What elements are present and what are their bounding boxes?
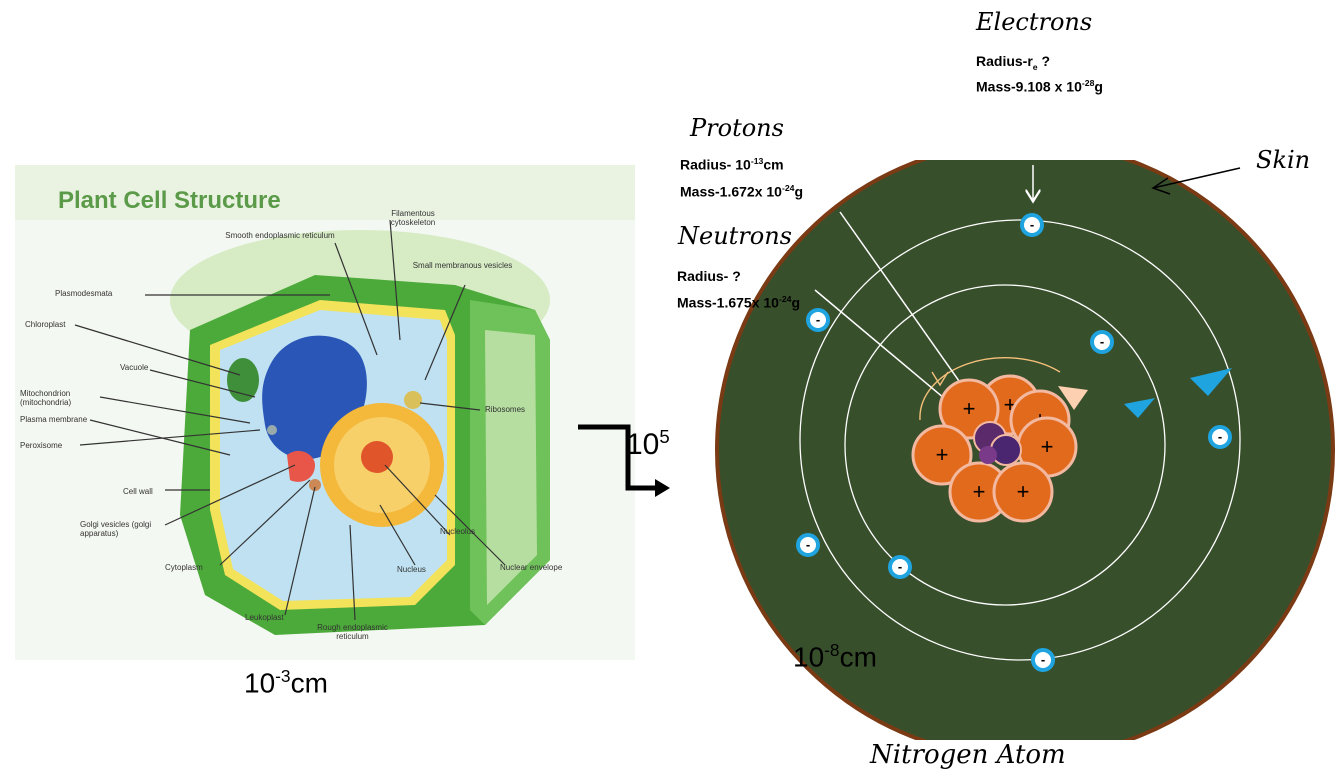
neutron-3 — [979, 446, 997, 464]
cell-svg — [15, 165, 635, 660]
cell-illustration: Plant Cell Structure Filamentous cytoske… — [15, 165, 635, 660]
atom-title: Nitrogen Atom — [870, 740, 1066, 770]
neutrons-mass: Mass-1.675x 10-24g — [677, 294, 801, 311]
label-vacuole: Vacuole — [120, 363, 149, 372]
svg-text:-: - — [1030, 217, 1034, 232]
cell-wall-cut — [485, 330, 537, 605]
title-banner — [15, 165, 635, 220]
electrons: - - - - - - - — [796, 213, 1232, 672]
label-filamentous: Filamentous cytoskeleton — [390, 209, 436, 227]
cell-title: Plant Cell Structure — [58, 187, 281, 214]
inner-orbit — [844, 284, 1166, 606]
leader-lines — [74, 219, 506, 621]
label-nucleolus: Nucleolus — [440, 527, 476, 536]
svg-text:-: - — [1100, 334, 1104, 349]
proton-6: + — [948, 461, 1010, 523]
svg-text:+: + — [1017, 479, 1030, 504]
electron-6: - — [888, 555, 912, 579]
svg-text:-: - — [806, 537, 810, 552]
electron-7: - — [1031, 648, 1055, 672]
label-small-vesicles: Small membranous vesicles — [412, 261, 513, 270]
neutron-cluster — [973, 421, 1022, 466]
svg-text:+: + — [963, 396, 976, 421]
skin-pointer — [1152, 167, 1241, 189]
label-ribosomes: Ribosomes — [485, 405, 526, 414]
electrons-mass: Mass-9.108 x 10-28g — [976, 78, 1103, 95]
protons-mass: Mass-1.672x 10-24g — [680, 183, 804, 200]
ratio-arrow-line — [578, 424, 655, 491]
leukoplast — [309, 479, 321, 491]
label-peroxisome: Peroxisome — [20, 441, 63, 450]
proton-4: + — [1016, 416, 1078, 478]
nucleus-arrow — [1058, 386, 1088, 410]
mitochondrion — [404, 391, 422, 409]
inner-orbit-arrow — [1124, 398, 1155, 418]
protons-header: Protons — [690, 114, 784, 142]
protons: +++++++ — [911, 374, 1078, 523]
protons-radius: Radius- 10-13cm — [680, 156, 784, 173]
label-chloroplast: Chloroplast — [25, 320, 66, 329]
neutrons-radius: Radius- ? — [677, 268, 741, 284]
atom-scale-label: 10-8cm — [793, 640, 877, 673]
electron-1: - — [1020, 213, 1044, 237]
golgi-apparatus — [287, 450, 315, 482]
label-nucleus: Nucleus — [397, 565, 426, 574]
label-golgi: Golgi vesicles (golgi apparatus) — [80, 520, 152, 538]
label-cytoplasm: Cytoplasm — [165, 563, 203, 572]
svg-text:-: - — [1041, 652, 1045, 667]
neutron-2 — [990, 434, 1022, 466]
outer-orbit-arrow — [1190, 368, 1232, 396]
label-mitochondrion: Mitochondrion (mitochondria) — [20, 389, 72, 407]
svg-text:+: + — [936, 442, 949, 467]
electron-4: - — [1208, 425, 1232, 449]
svg-text:+: + — [1041, 434, 1054, 459]
svg-text:-: - — [898, 559, 902, 574]
cell-scale-label: 10-3cm — [244, 666, 328, 699]
nucleus-orbit-arc-arrow — [931, 371, 949, 387]
label-nuclear-envelope: Nuclear envelope — [500, 563, 563, 572]
peroxisome — [267, 425, 277, 435]
electron-2: - — [806, 308, 830, 332]
atom-svg: +++++++ ------- — [715, 160, 1335, 740]
neutrons-header: Neutrons — [678, 222, 792, 250]
proton-5: + — [911, 424, 973, 486]
label-leukoplast: Leukoplast — [245, 613, 284, 622]
svg-text:-: - — [1218, 429, 1222, 444]
ratio-arrow — [578, 424, 670, 497]
svg-text:+: + — [973, 479, 986, 504]
ratio-arrow-head — [655, 479, 670, 497]
ratio-label: 105 — [626, 426, 670, 461]
chloroplast — [227, 358, 259, 402]
electron-3: - — [1090, 330, 1114, 354]
electrons-radius: Radius-re ? — [976, 53, 1051, 72]
label-cell-wall: Cell wall — [123, 487, 153, 496]
label-plasmodesmata: Plasmodesmata — [55, 289, 113, 298]
skin-pointer-head — [1151, 177, 1171, 195]
label-plasma-membrane: Plasma membrane — [20, 415, 88, 424]
outer-orbit — [799, 219, 1241, 661]
proton-7: + — [992, 461, 1054, 523]
electrons-header: Electrons — [976, 8, 1093, 36]
electron-5: - — [796, 533, 820, 557]
nucleus-orbit-arc — [919, 357, 1061, 421]
skin-label: Skin — [1256, 146, 1311, 174]
label-smooth-er: Smooth endoplasmic reticulum — [225, 231, 335, 240]
label-rough-er: Rough endoplasmic reticulum — [317, 623, 388, 641]
svg-text:-: - — [816, 312, 820, 327]
